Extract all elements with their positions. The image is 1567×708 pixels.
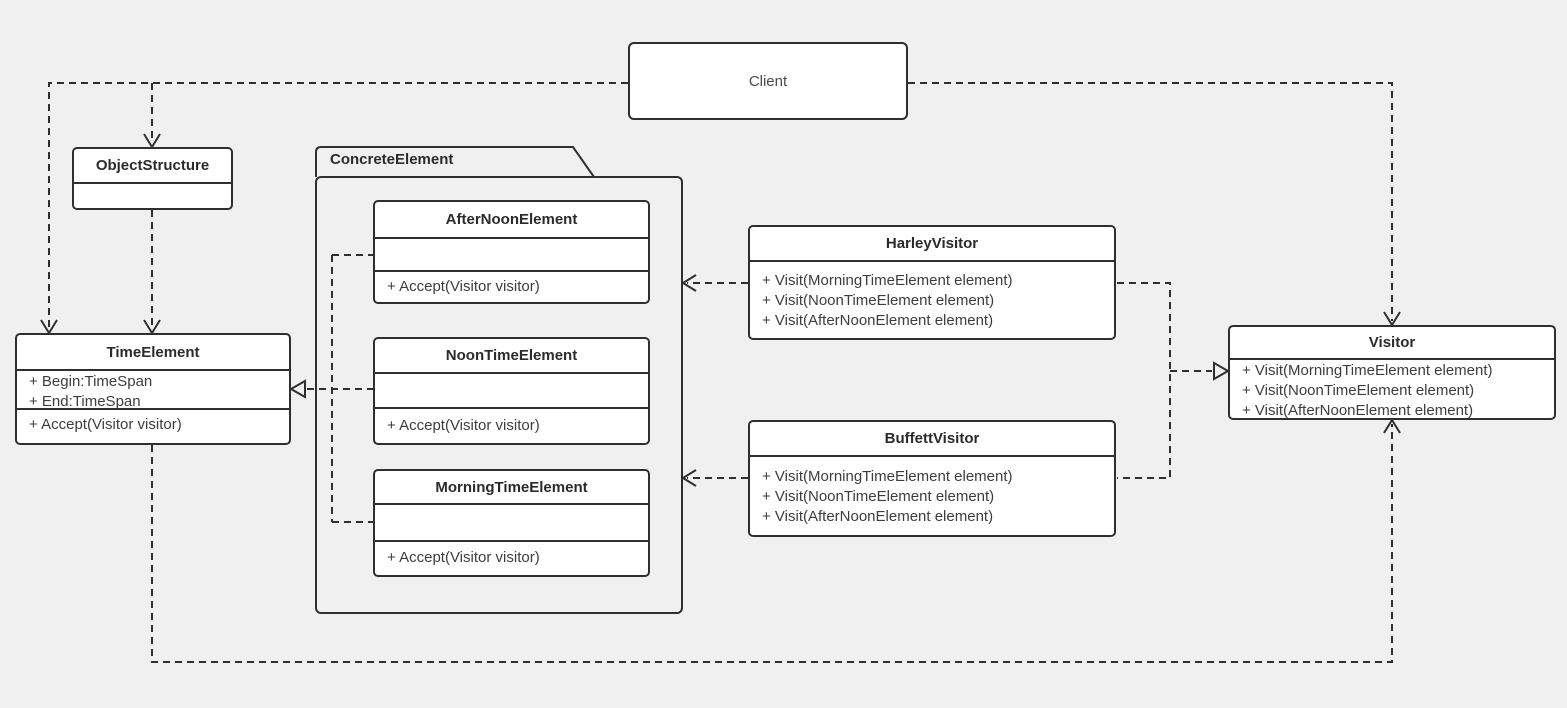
method-line: + Visit(NoonTimeElement element) — [762, 292, 995, 309]
afternoonelement-title: AfterNoonElement — [445, 211, 578, 228]
attribute-line: + End:TimeSpan — [29, 393, 141, 408]
morningtimeelement-attributes — [375, 503, 648, 540]
hollow-triangle-into-visitor-left — [1213, 361, 1231, 381]
connector-client-to-objectstructure-and-timeelement[interactable] — [48, 82, 628, 329]
method-line: + Visit(NoonTimeElement element) — [1242, 382, 1475, 399]
connector-client-to-visitor[interactable] — [908, 82, 1393, 321]
class-box-noontimeelement[interactable]: NoonTimeElement + Accept(Visitor visitor… — [373, 337, 650, 445]
class-box-morningtimeelement[interactable]: MorningTimeElement + Accept(Visitor visi… — [373, 469, 650, 577]
timeelement-methods: + Accept(Visitor visitor) — [17, 408, 289, 443]
noontimeelement-attributes — [375, 372, 648, 407]
arrowhead-into-package-lower — [681, 469, 697, 487]
harleyvisitor-title: HarleyVisitor — [885, 235, 979, 252]
class-box-visitor[interactable]: Visitor + Visit(MorningTimeElement eleme… — [1228, 325, 1556, 420]
connector-timeelement-to-visitor-bottom[interactable] — [151, 424, 1393, 663]
noontimeelement-title: NoonTimeElement — [445, 347, 578, 364]
method-line: + Accept(Visitor visitor) — [387, 278, 540, 295]
hollow-triangle-into-timeelement-right — [288, 379, 306, 399]
class-box-afternoonelement[interactable]: AfterNoonElement + Accept(Visitor visito… — [373, 200, 650, 304]
afternoonelement-attributes — [375, 237, 648, 270]
morningtimeelement-title: MorningTimeElement — [435, 478, 588, 496]
method-line: + Visit(AfterNoonElement element) — [762, 312, 994, 329]
objectstructure-attributes — [74, 182, 231, 208]
class-box-harleyvisitor[interactable]: HarleyVisitor + Visit(MorningTimeElement… — [748, 225, 1116, 340]
method-line: + Accept(Visitor visitor) — [387, 549, 540, 566]
harleyvisitor-methods: + Visit(MorningTimeElement element) + Vi… — [750, 260, 1114, 338]
method-line: + Visit(MorningTimeElement element) — [762, 272, 1013, 289]
class-box-timeelement[interactable]: TimeElement + Begin:TimeSpan + End:TimeS… — [15, 333, 291, 445]
arrowhead-into-package-upper — [681, 274, 697, 292]
buffettvisitor-title: BuffettVisitor — [884, 430, 980, 447]
arrowhead-into-visitor-bottom — [1383, 418, 1401, 434]
morningtimeelement-methods: + Accept(Visitor visitor) — [375, 540, 648, 575]
timeelement-title: TimeElement — [106, 343, 200, 361]
connector-visitors-to-visitor-realization[interactable] — [1117, 282, 1212, 479]
visitor-title: Visitor — [1368, 334, 1416, 351]
timeelement-attributes: + Begin:TimeSpan + End:TimeSpan — [17, 369, 289, 408]
afternoonelement-methods: + Accept(Visitor visitor) — [375, 270, 648, 302]
method-line: + Accept(Visitor visitor) — [29, 416, 182, 433]
objectstructure-title: ObjectStructure — [95, 157, 210, 174]
method-line: + Visit(MorningTimeElement element) — [1242, 362, 1493, 379]
method-line: + Accept(Visitor visitor) — [387, 417, 540, 434]
class-box-client[interactable]: Client — [628, 42, 908, 120]
buffettvisitor-methods: + Visit(MorningTimeElement element) + Vi… — [750, 455, 1114, 535]
package-concrete-element-label: ConcreteElement — [330, 151, 454, 168]
visitor-methods: + Visit(MorningTimeElement element) + Vi… — [1230, 358, 1554, 418]
attribute-line: + Begin:TimeSpan — [29, 373, 153, 390]
concrete-element-package-outline[interactable] — [315, 146, 683, 614]
class-box-objectstructure[interactable]: ObjectStructure — [72, 147, 233, 210]
noontimeelement-methods: + Accept(Visitor visitor) — [375, 407, 648, 443]
connector-concrete-elements-to-timeelement-realization[interactable] — [307, 254, 373, 523]
method-line: + Visit(NoonTimeElement element) — [762, 488, 995, 505]
class-box-buffettvisitor[interactable]: BuffettVisitor + Visit(MorningTimeElemen… — [748, 420, 1116, 537]
method-line: + Visit(AfterNoonElement element) — [1242, 402, 1474, 418]
client-title: Client — [748, 72, 788, 90]
method-line: + Visit(MorningTimeElement element) — [762, 468, 1013, 485]
method-line: + Visit(AfterNoonElement element) — [762, 508, 994, 525]
